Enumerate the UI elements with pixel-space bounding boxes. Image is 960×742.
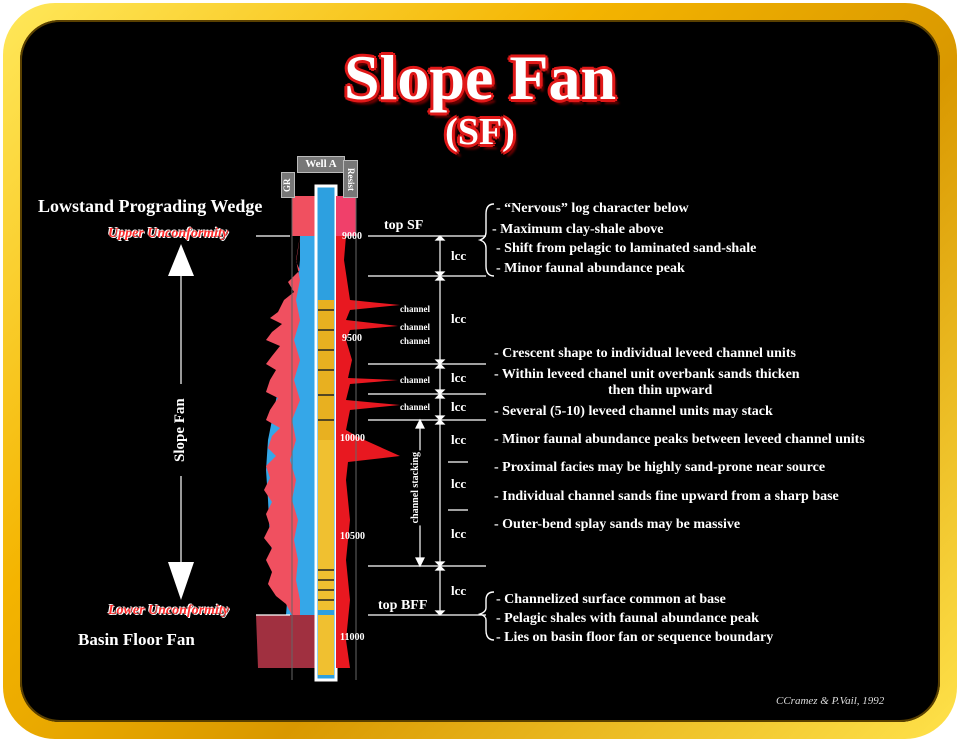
lcc-label: lcc: [449, 248, 469, 264]
depth-9500: 9500: [342, 333, 362, 344]
shale-laminae: [318, 309, 334, 601]
gr-red-curve: [264, 236, 300, 615]
bullet-top: - Maximum clay-shale above: [492, 222, 664, 237]
bullet-bottom: - Lies on basin floor fan or sequence bo…: [496, 630, 774, 645]
bullet-mid: - Several (5-10) leveed channel units ma…: [494, 404, 773, 419]
bullet-mid: - Outer-bend splay sands may be massive: [494, 517, 741, 532]
bullet-bottom: - Pelagic shales with faunal abundance p…: [496, 611, 759, 626]
channel-label: channel: [400, 304, 431, 314]
bullet-bottom: - Channelized surface common at base: [496, 592, 726, 607]
bullet-mid: then thin upward: [608, 383, 713, 398]
bullet-mid: - Minor faunal abundance peaks between l…: [494, 432, 865, 447]
credit-text: CCramez & P.Vail, 1992: [776, 695, 885, 707]
channel-stacking-label: channel stacking: [410, 450, 421, 526]
depth-9000: 9000: [342, 231, 362, 242]
depth-10000: 10000: [340, 433, 365, 444]
channel-label: channel: [400, 336, 431, 346]
resist-header: Resist: [343, 160, 358, 198]
sand-interval: [318, 615, 334, 675]
top-bff-label: top BFF: [378, 598, 428, 613]
lcc-label: lcc: [449, 399, 469, 415]
channel-label: channel: [400, 402, 431, 412]
bullet-top: - Minor faunal abundance peak: [496, 261, 685, 276]
bullet-mid: - Crescent shape to individual leveed ch…: [494, 346, 796, 361]
lcc-label: lcc: [449, 311, 469, 327]
page-title: Slope Fan: [343, 42, 617, 113]
depth-10500: 10500: [340, 531, 365, 542]
boundary-lines: [256, 235, 486, 616]
gr-bff-section: [256, 615, 316, 668]
lcc-label: lcc: [449, 583, 469, 599]
lcc-label: lcc: [449, 432, 469, 448]
channel-label: channel: [400, 322, 431, 332]
depth-11000: 11000: [340, 632, 365, 643]
bullet-mid: - Individual channel sands fine upward f…: [494, 489, 839, 504]
lcc-label: lcc: [449, 476, 469, 492]
resist-curve: [336, 236, 400, 668]
bullet-top: - Shift from pelagic to laminated sand-s…: [496, 241, 757, 256]
lower-unconformity-label: Lower Unconformity: [108, 603, 229, 618]
lcc-label: lcc: [449, 526, 469, 542]
gr-lpw-section: [292, 196, 316, 236]
bullet-top: - “Nervous” log character below: [496, 201, 689, 216]
gr-header: GR: [281, 172, 295, 198]
resist-lpw-section: [336, 196, 356, 236]
lcc-label: lcc: [449, 370, 469, 386]
black-panel: [20, 20, 940, 722]
bullet-mid: - Proximal facies may be highly sand-pro…: [494, 460, 826, 475]
sand-interval: [318, 440, 334, 610]
lpw-label: Lowstand Prograding Wedge: [38, 196, 263, 216]
well-a-header: Well A: [297, 156, 345, 173]
basin-floor-fan-label: Basin Floor Fan: [78, 630, 195, 649]
page-subtitle: (SF): [445, 111, 515, 153]
text-brackets: [477, 203, 495, 641]
channel-label: channel: [400, 375, 431, 385]
slope-fan-label: Slope Fan: [172, 398, 188, 462]
top-sf-label: top SF: [384, 218, 424, 233]
upper-unconformity-label: Upper Unconformity: [108, 226, 229, 241]
slope-fan-arrow: [168, 244, 194, 600]
lcc-arrows: [434, 235, 446, 616]
bullet-mid: - Within leveed chanel unit overbank san…: [494, 367, 800, 382]
